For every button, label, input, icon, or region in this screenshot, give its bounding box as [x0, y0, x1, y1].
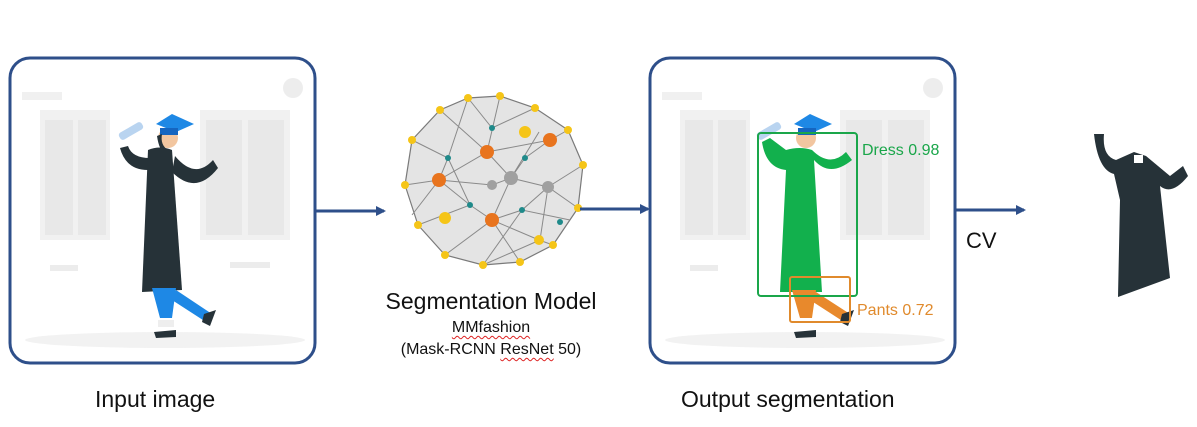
model-library: MMfashion — [341, 319, 641, 337]
output-segmentation-panel — [648, 56, 957, 365]
architecture-suffix: 50) — [553, 341, 582, 358]
model-library-name: MMfashion — [451, 319, 531, 336]
model-architecture: (Mask-RCNN ResNet 50) — [341, 341, 641, 359]
dress-bounding-box — [757, 132, 858, 297]
architecture-prefix: (Mask-RCNN — [400, 341, 501, 358]
classroom-background — [662, 78, 945, 348]
model-title: Segmentation Model — [385, 288, 597, 314]
pants-detection-label: Pants 0.72 — [857, 302, 934, 319]
graduate-figure — [118, 114, 218, 338]
extracted-garment — [1094, 134, 1188, 297]
pants-mask — [792, 290, 850, 322]
dress-detection-label: Dress 0.98 — [862, 142, 940, 159]
output-segmentation-caption: Output segmentation — [681, 386, 895, 412]
input-image-panel — [8, 56, 317, 365]
network-nodes — [401, 92, 587, 269]
segmented-graduate — [756, 114, 854, 338]
architecture-backbone: ResNet — [500, 341, 554, 358]
pants-bounding-box — [789, 276, 851, 323]
classroom-background — [22, 78, 305, 348]
neural-network-icon — [401, 92, 587, 269]
input-image-caption: Input image — [95, 386, 216, 412]
cv-step-label: CV — [966, 228, 997, 253]
dress-mask — [762, 138, 852, 292]
